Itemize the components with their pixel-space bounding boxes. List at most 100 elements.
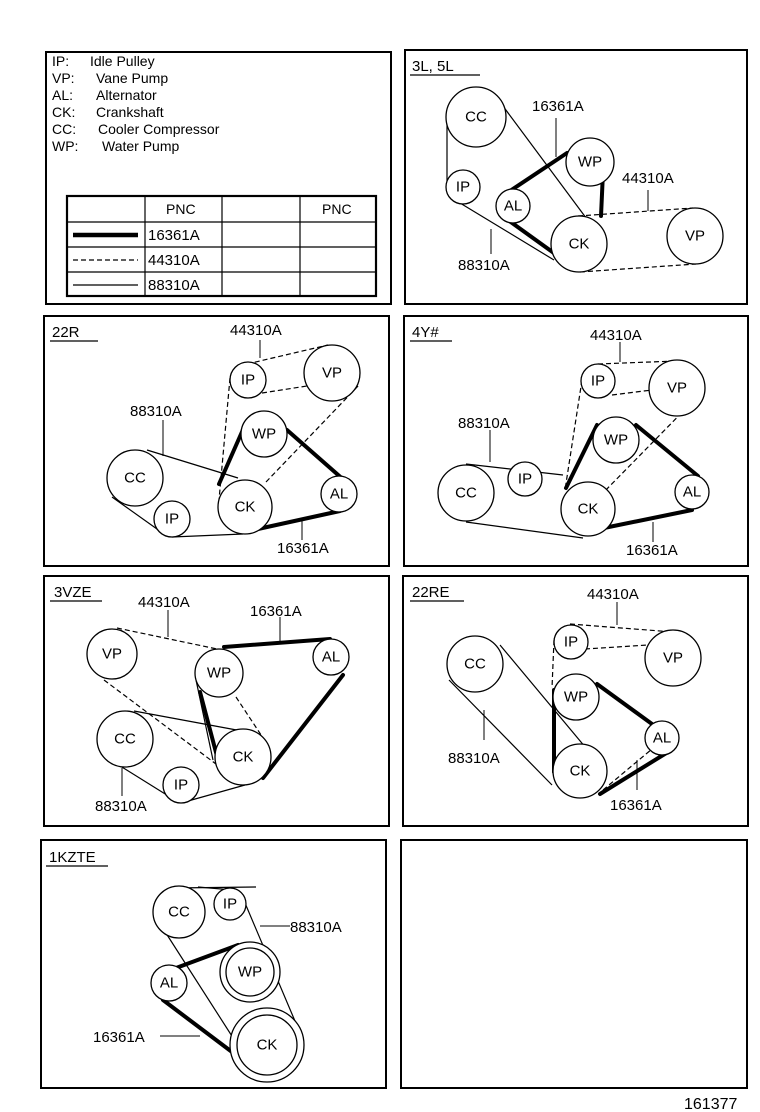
idle-pulley	[553, 624, 589, 660]
water-pump-inner-ring	[225, 947, 275, 997]
pulley-label: CK	[233, 749, 254, 766]
part-number-label: 44310A	[138, 594, 190, 611]
pulley-label: AL	[683, 484, 701, 501]
vane-pump-pulley	[666, 207, 724, 265]
legend-code: IP:	[52, 53, 69, 69]
cooler-compressor-pulley	[96, 710, 154, 768]
pulley-label: WP	[252, 426, 276, 443]
pulley-label: CC	[464, 656, 486, 673]
pulley-label: VP	[685, 228, 705, 245]
pulley-label: AL	[322, 649, 340, 666]
legend-code: CC:	[52, 121, 76, 137]
idle-pulley	[153, 500, 191, 538]
legend-name: Alternator	[96, 87, 157, 103]
water-pump-pulley	[552, 673, 600, 721]
figure-number: 161377	[684, 1096, 737, 1112]
vane-pump-pulley	[303, 344, 361, 402]
alternator-pulley	[495, 188, 531, 224]
pulley-label: VP	[663, 650, 683, 667]
panel-title: 4Y#	[412, 324, 439, 341]
pulley-label: AL	[653, 730, 671, 747]
pulley-label: IP	[591, 373, 605, 390]
vane-pump-pulley	[86, 628, 138, 680]
vane-pump-pulley	[644, 629, 702, 687]
pulley-label: WP	[207, 665, 231, 682]
water-pump-pulley	[592, 416, 640, 464]
pulley-label: VP	[322, 365, 342, 382]
part-number-label: 44310A	[587, 586, 639, 603]
pulley-label: IP	[518, 471, 532, 488]
alternator-pulley	[644, 720, 680, 756]
idle-pulley	[213, 887, 247, 921]
cooler-compressor-pulley	[152, 885, 206, 939]
cooler-compressor-pulley	[445, 86, 507, 148]
pulley-label: CK	[569, 236, 590, 253]
pulley-label: CC	[114, 731, 136, 748]
alternator-pulley	[320, 475, 358, 513]
part-number-label: 88310A	[458, 415, 510, 432]
crankshaft-pulley	[550, 215, 608, 273]
alternator-pulley	[312, 638, 350, 676]
legend-code: CK:	[52, 104, 75, 120]
part-number-label: 16361A	[93, 1029, 145, 1046]
part-number-label: 16361A	[250, 603, 302, 620]
legend-code: WP:	[52, 138, 78, 154]
pulley-label: AL	[160, 975, 178, 992]
panel-22r: 22R IP VP WP CC AL IP CK 44310A 88310A 1…	[43, 315, 390, 567]
idle-pulley	[162, 766, 200, 804]
cooler-compressor-pulley	[437, 464, 495, 522]
water-pump-pulley	[240, 410, 288, 458]
table-header: PNC	[322, 201, 352, 217]
pulley-label: CK	[570, 763, 591, 780]
cooler-compressor-pulley	[106, 449, 164, 507]
vane-pump-pulley	[648, 359, 706, 417]
idle-pulley	[507, 461, 543, 497]
part-number-label: 88310A	[130, 403, 182, 420]
part-number-label: 16361A	[626, 542, 678, 559]
crankshaft-pulley	[217, 479, 273, 535]
legend-panel: IP: Idle Pulley VP: Vane Pump AL: Altern…	[45, 51, 392, 305]
pulley-label: VP	[667, 380, 687, 397]
pulley-label: CK	[578, 501, 599, 518]
panel-4y: 4Y# IP VP WP CC IP AL CK 44310A 88310A 1…	[403, 315, 749, 567]
idle-pulley	[445, 169, 481, 205]
panel-22re: 22RE IP VP CC WP AL CK 44310A 88310A 163…	[402, 575, 749, 827]
table-pnc: 88310A	[148, 277, 200, 294]
part-number-label: 44310A	[230, 322, 282, 339]
pulley-label: WP	[604, 432, 628, 449]
alternator-pulley	[674, 474, 710, 510]
table-pnc: 44310A	[148, 252, 200, 269]
legend-code: VP:	[52, 70, 75, 86]
pulley-label: CC	[455, 485, 477, 502]
pulley-label: WP	[578, 154, 602, 171]
water-pump-pulley	[194, 648, 244, 698]
pulley-label: IP	[241, 372, 255, 389]
part-number-label: 44310A	[622, 170, 674, 187]
part-number-label: 88310A	[290, 919, 342, 936]
pulley-label: CK	[257, 1037, 278, 1054]
pulley-label: IP	[564, 634, 578, 651]
pulley-label: AL	[330, 486, 348, 503]
legend-name: Vane Pump	[96, 70, 168, 86]
panel-title: 22R	[52, 324, 80, 341]
pulley-label: CC	[465, 109, 487, 126]
water-pump-pulley	[565, 137, 615, 187]
pulley-label: CC	[168, 904, 190, 921]
panel-title: 3VZE	[54, 584, 92, 601]
idle-pulley	[580, 363, 616, 399]
pulley-label: WP	[564, 689, 588, 706]
crankshaft-pulley	[214, 728, 272, 786]
part-number-label: 88310A	[95, 798, 147, 815]
pulley-label: IP	[456, 179, 470, 196]
empty-panel	[400, 839, 748, 1089]
pulley-label: CC	[124, 470, 146, 487]
panel-title: 3L, 5L	[412, 58, 454, 75]
part-number-label: 88310A	[458, 257, 510, 274]
legend-code: AL:	[52, 87, 73, 103]
crankshaft-inner-ring	[236, 1014, 298, 1076]
pulley-label: VP	[102, 646, 122, 663]
panel-title: 1KZTE	[49, 849, 96, 866]
panel-title: 22RE	[412, 584, 450, 601]
idle-pulley	[229, 361, 267, 399]
